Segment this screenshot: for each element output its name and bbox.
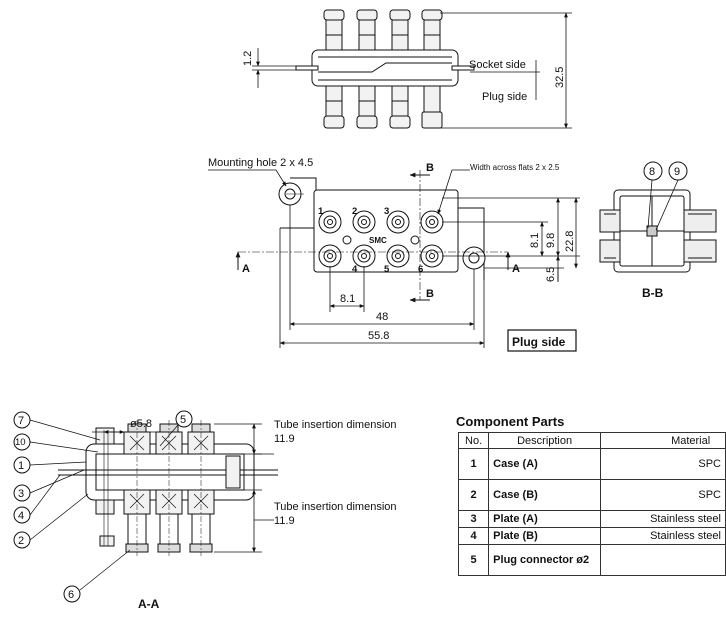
dim-thickness: 1.2 <box>242 51 254 66</box>
port-number-4: 4 <box>352 264 358 275</box>
port-number-5: 5 <box>384 264 390 275</box>
section-a-a <box>13 410 278 603</box>
upper-fittings <box>323 9 443 51</box>
balloon-1: 1 <box>18 460 24 472</box>
mounting-hole-label: Mounting hole 2 x 4.5 <box>208 157 313 169</box>
plan-view <box>208 169 580 352</box>
balloon-2: 2 <box>18 535 24 547</box>
row-no: 3 <box>458 510 490 528</box>
tube-insertion-value-bottom: 11.9 <box>274 515 295 527</box>
row-description: Case (A) <box>488 448 602 480</box>
row-description: Plug connector ø2 <box>488 544 602 576</box>
table-row: 4 Plate (B) Stainless steel <box>458 527 726 545</box>
dim-8-1-vertical: 8.1 <box>529 233 541 248</box>
section-b-top: B <box>426 162 434 174</box>
header-no: No. <box>458 432 490 449</box>
row-no: 2 <box>458 479 490 511</box>
balloon-9: 9 <box>674 166 680 178</box>
component-parts-clip: No. Description Material 1 Case (A) SPC … <box>458 414 726 617</box>
row-description: Plate (A) <box>488 510 602 528</box>
table-row: 5 Plug connector ø2 <box>458 544 726 576</box>
brand-mark: SMC <box>369 236 387 245</box>
balloon-5: 5 <box>180 414 186 426</box>
port-number-2: 2 <box>352 206 357 217</box>
tube-insertion-value-top: 11.9 <box>274 433 295 445</box>
lower-fittings <box>323 85 443 129</box>
balloon-10: 10 <box>15 437 26 448</box>
header-description: Description <box>488 432 602 449</box>
dim-6-5: 6.5 <box>545 267 557 282</box>
plug-side-label: Plug side <box>482 91 527 103</box>
dim-55-8: 55.8 <box>368 330 389 342</box>
balloon-3: 3 <box>18 488 24 500</box>
dim-22-8: 22.8 <box>564 231 576 252</box>
row-no: 5 <box>458 544 490 576</box>
header-material: Material <box>600 432 726 449</box>
port-number-1: 1 <box>318 206 324 217</box>
section-b-b-caption: B-B <box>642 286 664 300</box>
row-no: 4 <box>458 527 490 545</box>
row-description: Case (B) <box>488 479 602 511</box>
section-a-right: A <box>512 263 520 275</box>
tube-insertion-label-top: Tube insertion dimension <box>274 419 397 431</box>
section-a-left: A <box>242 263 250 275</box>
row-description: Plate (B) <box>488 527 602 545</box>
plug-side-view-label: Plug side <box>512 335 566 349</box>
row-material: SPC <box>600 448 726 480</box>
balloon-7: 7 <box>18 415 24 427</box>
table-row: 2 Case (B) SPC <box>458 479 726 511</box>
component-parts-table: No. Description Material 1 Case (A) SPC … <box>458 432 726 576</box>
dim-48: 48 <box>376 311 388 323</box>
balloon-4: 4 <box>18 510 24 522</box>
side-view-top <box>252 9 572 129</box>
row-material: SPC <box>600 479 726 511</box>
balloon-6: 6 <box>68 589 74 601</box>
dim-height: 32.5 <box>554 67 566 88</box>
balloon-8: 8 <box>649 166 655 178</box>
row-no: 1 <box>458 448 490 480</box>
table-row: 1 Case (A) SPC <box>458 448 726 480</box>
dim-9-8: 9.8 <box>545 233 557 248</box>
row-material: Stainless steel <box>600 510 726 528</box>
section-b-b <box>599 161 717 273</box>
socket-side-label: Socket side <box>469 59 526 71</box>
section-b-bottom: B <box>426 288 434 300</box>
plan-ports <box>318 210 444 268</box>
port-number-6: 6 <box>418 264 423 275</box>
row-material <box>600 544 726 576</box>
component-parts-title: Component Parts <box>456 414 565 429</box>
port-number-3: 3 <box>384 206 389 217</box>
row-material: Stainless steel <box>600 527 726 545</box>
table-row: 3 Plate (A) Stainless steel <box>458 510 726 528</box>
width-across-flats-label: Width across flats 2 x 2.5 <box>470 163 560 172</box>
dim-8-1-horizontal: 8.1 <box>340 293 355 305</box>
tube-insertion-label-bottom: Tube insertion dimension <box>274 501 397 513</box>
dim-dia-5-8: ø5.8 <box>130 418 152 430</box>
section-a-a-caption: A-A <box>138 597 160 611</box>
table-header-row: No. Description Material <box>458 432 726 449</box>
